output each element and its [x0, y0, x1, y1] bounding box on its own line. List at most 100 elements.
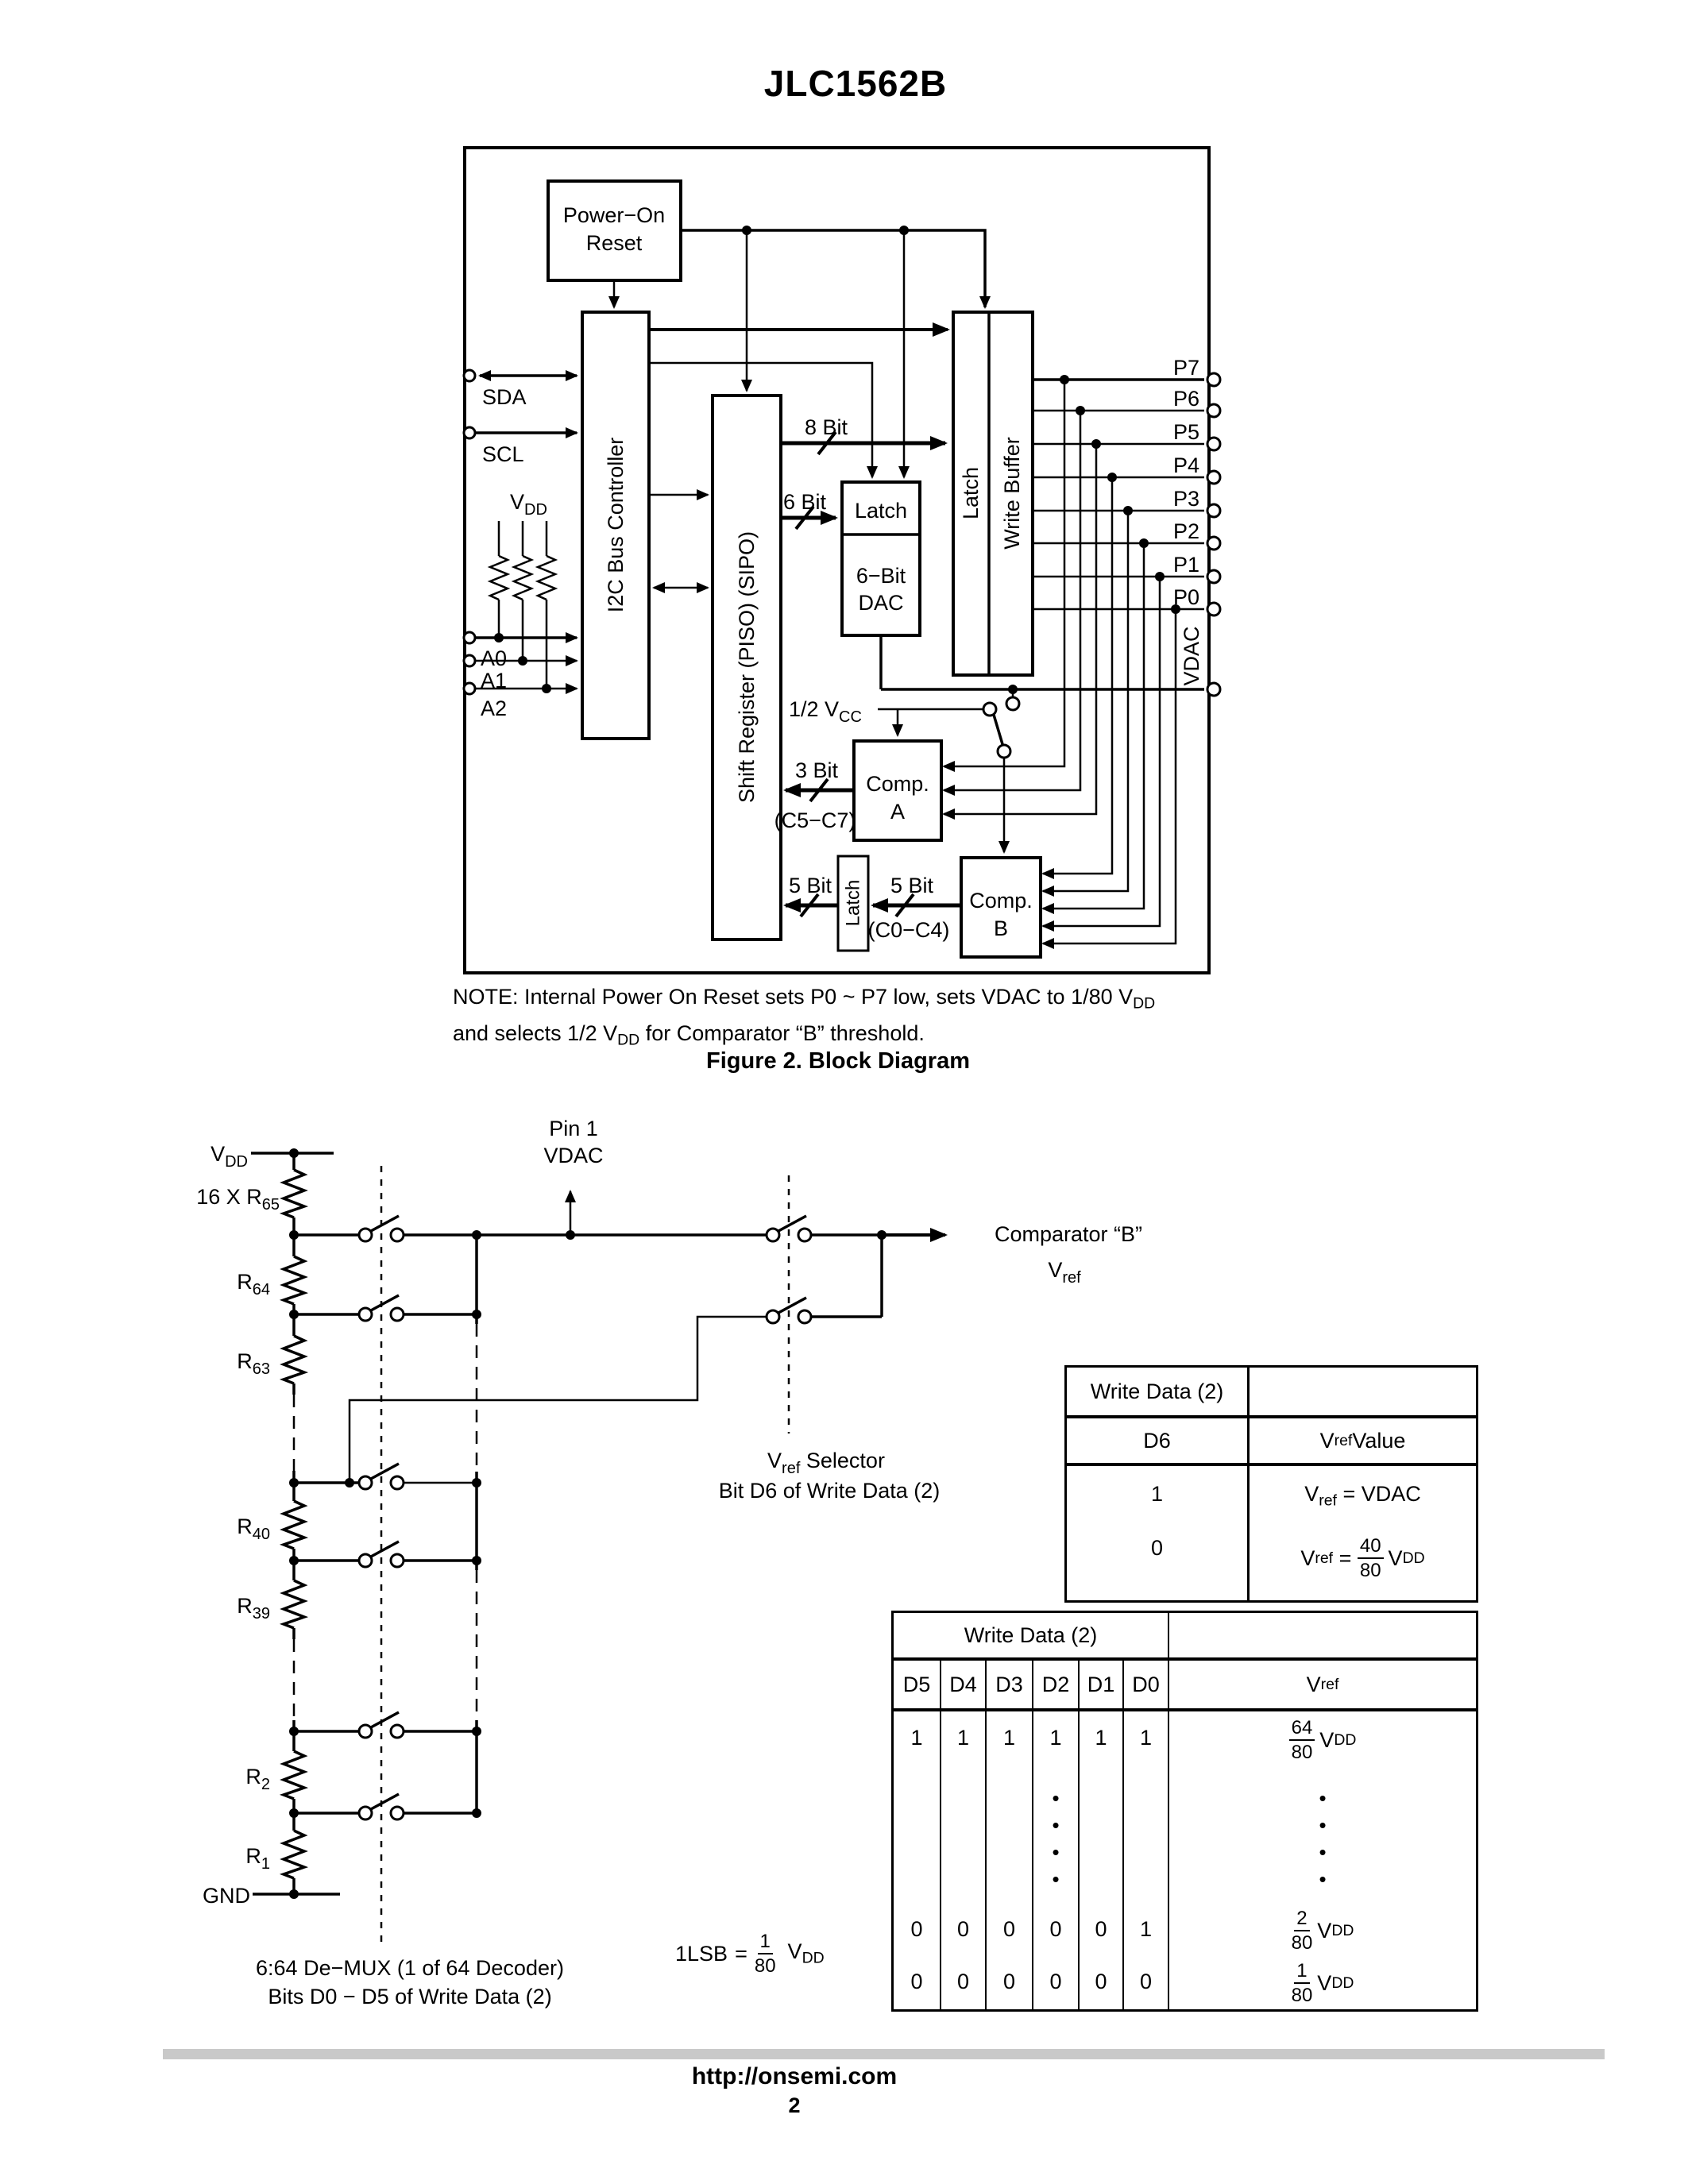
tbl2-col-d3: D3 [987, 1661, 1033, 1711]
block-diagram: Power−On Reset I2C Bus Controller [462, 146, 1222, 974]
r39-label: R39 [237, 1594, 270, 1623]
p1-label: P1 [1173, 553, 1199, 577]
latch-writebuffer-box [952, 311, 1034, 677]
p6-label: P6 [1173, 387, 1199, 411]
dac-label-1: 6−Bit [856, 564, 906, 588]
ellipsis-dots: • • • • [1052, 1786, 1060, 1891]
vdac-vref-path: Pin 1 VDAC Comparator “B” Vref [477, 1117, 1142, 1287]
i2c-wires [649, 322, 950, 593]
scl-pin: SCL [462, 426, 578, 466]
f3-vdd-label: VDD [211, 1142, 248, 1171]
comparator-feedback-wires [942, 380, 1177, 949]
figure2-caption: Figure 2. Block Diagram [706, 1048, 970, 1074]
ellipsis-dots: • • • • [1319, 1786, 1327, 1891]
p3-label: P3 [1173, 487, 1199, 511]
vdac-label: VDAC [1180, 626, 1203, 685]
r64-label: R64 [237, 1270, 270, 1298]
vdd-label: VDD [510, 490, 547, 519]
tap-switch-row [289, 1462, 481, 1491]
comp-a-label-2: A [890, 800, 905, 824]
threshold-selector: 1/2 VCC [789, 689, 1021, 854]
tbl2-col-d2: D2 [1033, 1661, 1080, 1711]
footer-page-number: 2 [788, 2093, 801, 2117]
r65-label: 16 X R65 [196, 1185, 280, 1214]
write-buffer-label: Write Buffer [1000, 437, 1024, 550]
figure-note: NOTE: Internal Power On Reset sets P0 ~ … [453, 982, 1263, 1055]
bus-3bit: 3 Bit (C5−C7) [774, 758, 856, 832]
tbl1-body-d6: 1 0 [1067, 1466, 1250, 1600]
bus-3bit-label: 3 Bit [795, 758, 839, 782]
scl-label: SCL [482, 442, 524, 466]
demux-caption-2: Bits D0 − D5 of Write Data (2) [268, 1985, 551, 2008]
a2-label: A2 [481, 696, 507, 720]
chip-border [463, 146, 1211, 974]
port-outputs: P7 P6 P5 P4 P3 P2 P1 P0 [1033, 356, 1222, 617]
resistor-labels: 16 X R65 R64 R63 R40 R39 R2 R1 [196, 1185, 280, 1873]
bus-5bit-left-label: 5 Bit [789, 874, 832, 897]
tbl1-d6-0: 0 [1150, 1536, 1164, 1560]
fixed-tap-path [348, 1235, 883, 1483]
tap-switch-row [289, 1214, 481, 1243]
bus-5bit-left: 5 Bit [783, 874, 838, 918]
tap-switch-row [289, 1792, 481, 1821]
bus-8bit: 8 Bit [781, 415, 948, 456]
latch-5bit-label: Latch [843, 880, 864, 927]
p4-label: P4 [1173, 453, 1199, 477]
shift-register-box [711, 394, 782, 941]
por-label-2: Reset [586, 231, 643, 255]
half-vcc-label: 1/2 VCC [789, 697, 862, 726]
sda-label: SDA [482, 385, 527, 409]
r40-label: R40 [237, 1515, 270, 1543]
por-output-wires [608, 226, 991, 479]
dac-label-2: DAC [858, 591, 903, 615]
vdd-pullups: VDD [487, 490, 558, 689]
r2-label: R2 [245, 1765, 270, 1793]
selector-top-contact [1005, 696, 1021, 712]
selector-bottom-contact [996, 743, 1012, 759]
vdac-output: VDAC [879, 626, 1222, 697]
a2-pin: A2 [462, 681, 578, 720]
footer-url: http://onsemi.com [691, 2063, 898, 2089]
tbl1-col-d6: D6 [1067, 1418, 1250, 1466]
bus-6bit-label: 6 Bit [783, 490, 827, 514]
tbl2-header: Write Data (2) [894, 1613, 1169, 1661]
demux-switches [289, 1214, 481, 1821]
por-label-1: Power−On [563, 203, 665, 227]
vref-selector-label-2: Bit D6 of Write Data (2) [719, 1479, 941, 1503]
tbl1-d6-1: 1 [1150, 1482, 1164, 1506]
selector-left-contact [982, 701, 998, 717]
comp-a-label-1: Comp. [866, 772, 929, 796]
p5-label: P5 [1173, 420, 1199, 444]
latch-small-label: Latch [855, 499, 907, 523]
shift-register-label: Shift Register (PISO) (SIPO) [735, 531, 759, 803]
note-line-1: NOTE: Internal Power On Reset sets P0 ~ … [453, 985, 1156, 1013]
note-line-2: and selects 1/2 VDD for Comparator “B” t… [453, 1021, 925, 1049]
comp-b-label-2: B [994, 916, 1008, 940]
i2c-label: I2C Bus Controller [604, 438, 628, 613]
bus-5bit-right: 5 Bit (C0−C4) [868, 874, 961, 942]
tap-switch-row [289, 1540, 481, 1569]
comp-b-label-1: Comp. [969, 889, 1033, 913]
a1-pin: A1 [462, 654, 578, 693]
bus-6bit: 6 Bit [781, 490, 838, 531]
bus-8bit-label: 8 Bit [805, 415, 848, 439]
p2-label: P2 [1173, 519, 1199, 543]
vref-selector-label-1: Vref Selector [767, 1449, 885, 1477]
tbl2-col-d4: D4 [941, 1661, 987, 1711]
tbl2-col-d5: D5 [894, 1661, 941, 1711]
